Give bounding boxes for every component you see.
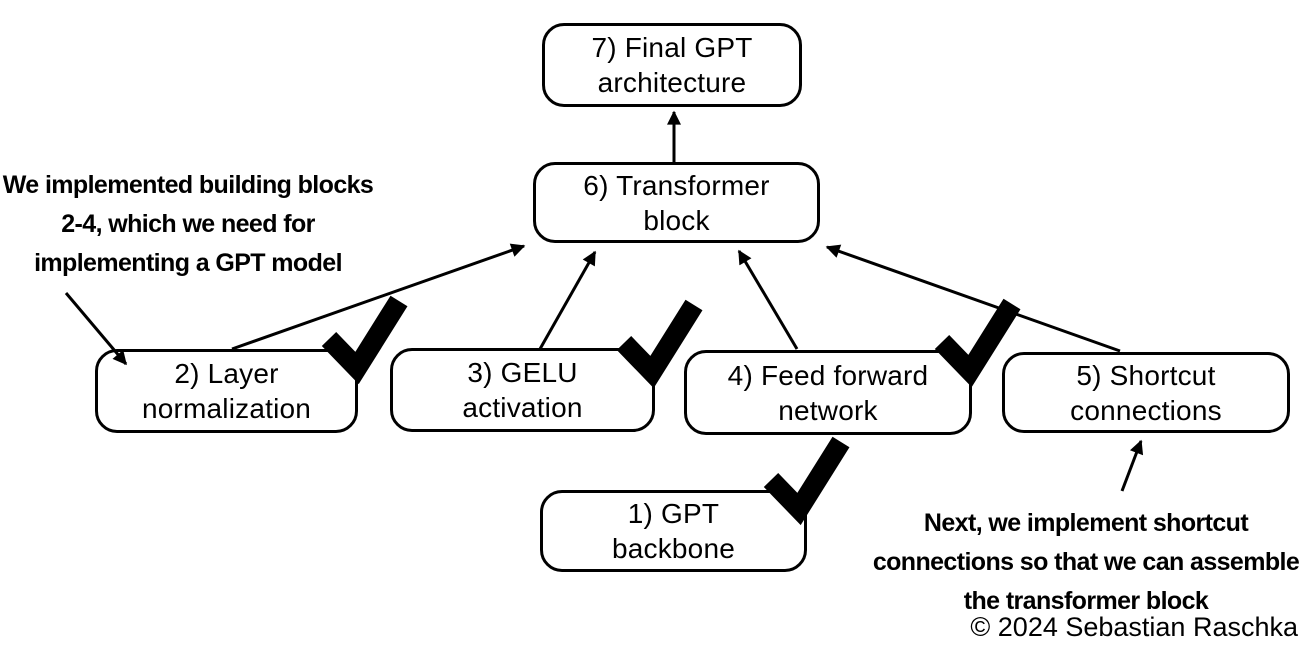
box-label-layer-normalization: 2) Layer normalization [141, 358, 312, 424]
arrow-shortcut-to-transformer [825, 244, 1121, 353]
box-label-feed-forward-network: 4) Feed forward network [727, 359, 929, 426]
annotation-right: Next, we implement shortcut connections … [872, 509, 1300, 615]
box-feed-forward-network: 4) Feed forward network [684, 350, 972, 435]
box-transformer-block: 6) Transformer block [533, 162, 820, 243]
box-layer-normalization: 2) Layer normalization [95, 349, 358, 433]
annotation-left: We implemented building blocks 2-4, whic… [2, 171, 374, 277]
box-label-gpt-backbone: 1) GPT backbone [611, 498, 736, 564]
box-gpt-backbone: 1) GPT backbone [540, 490, 807, 572]
arrow-right-annotation-to-shortcut [1120, 439, 1144, 492]
copyright-text: © 2024 Sebastian Raschka [970, 612, 1298, 642]
box-label-transformer-block: 6) Transformer block [583, 169, 770, 236]
box-final-gpt-architecture: 7) Final GPT architecture [542, 23, 802, 107]
box-label-gelu-activation: 3) GELU activation [462, 357, 583, 423]
box-shortcut-connections: 5) Shortcut connections [1002, 352, 1290, 433]
box-gelu-activation: 3) GELU activation [390, 348, 655, 432]
box-label-final-gpt-architecture: 7) Final GPT architecture [591, 32, 753, 98]
box-label-shortcut-connections: 5) Shortcut connections [1070, 359, 1222, 426]
arrow-feedforward-to-transformer [737, 249, 799, 350]
arrow-gelu-to-transformer [538, 250, 597, 350]
